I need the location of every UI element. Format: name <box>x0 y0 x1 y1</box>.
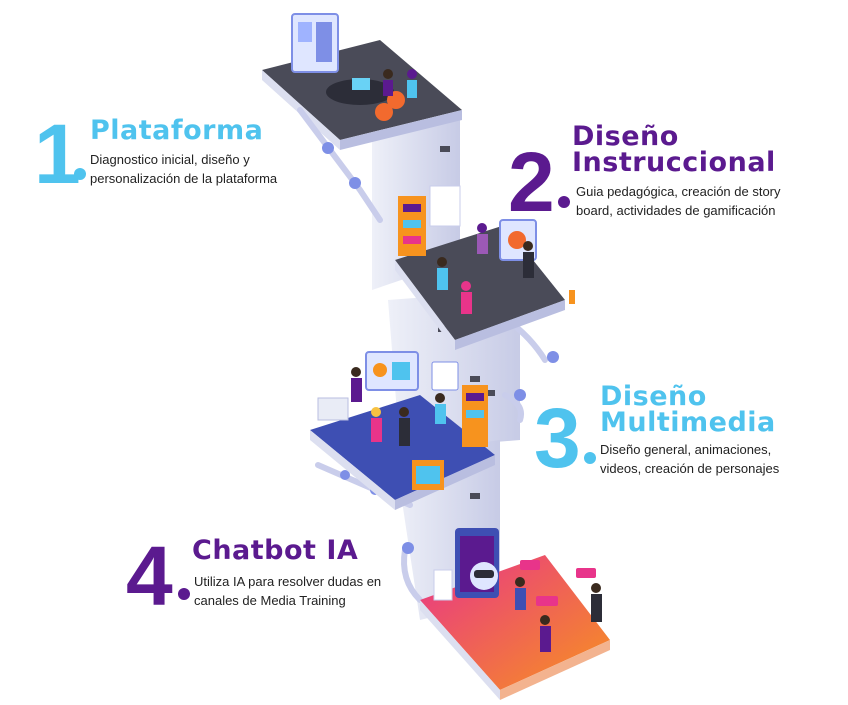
step-dot <box>558 196 570 208</box>
step-plataforma: 1 Plataforma Diagnostico inicial, diseño… <box>34 112 334 202</box>
step-description: Utiliza IA para resolver dudas en canale… <box>194 574 382 608</box>
step-dot <box>584 452 596 464</box>
floor-diseno-multimedia <box>310 351 495 510</box>
step-title: Diseño Instruccional <box>572 121 776 178</box>
step-dot <box>178 588 190 600</box>
step-chatbot-ia: 4 Chatbot IA Utiliza IA para resolver du… <box>126 530 406 620</box>
floor-plataforma <box>262 13 462 150</box>
step-number: 2 <box>508 135 555 229</box>
step-title: Chatbot IA <box>192 535 359 566</box>
floor-chatbot-ia <box>420 528 610 700</box>
step-dot <box>74 168 86 180</box>
floor-diseno-instruccional <box>395 185 575 350</box>
step-number: 3 <box>534 391 581 485</box>
step-description: Guia pedagógica, creación de story board… <box>576 184 781 218</box>
step-diseno-multimedia: 3 Diseño Multimedia Diseño general, anim… <box>534 381 824 485</box>
step-title: Plataforma <box>90 115 264 146</box>
step-number: 1 <box>34 107 81 201</box>
step-title: Diseño Multimedia <box>600 381 776 438</box>
step-description: Diseño general, animaciones, videos, cre… <box>600 442 780 476</box>
step-number: 4 <box>126 529 173 623</box>
step-diseno-instruccional: 2 Diseño Instruccional Guia pedagógica, … <box>508 121 808 229</box>
step-description: Diagnostico inicial, diseño y personaliz… <box>90 152 278 186</box>
